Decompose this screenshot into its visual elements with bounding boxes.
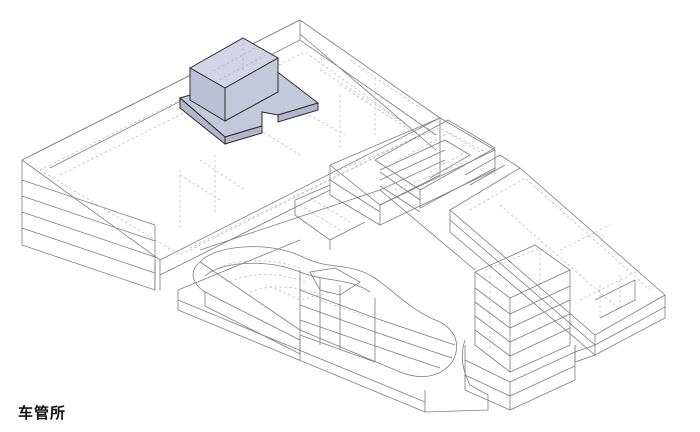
- east-block: [449, 167, 666, 363]
- highlighted-building: [178, 37, 320, 146]
- southeast-tower: [464, 244, 576, 411]
- middle-connector: [294, 117, 496, 250]
- diagram-caption: 车管所: [18, 404, 67, 422]
- curved-building: [192, 246, 489, 396]
- northeast-block: [374, 119, 521, 213]
- northwest-block: [21, 19, 441, 291]
- courtyard-ground: [177, 189, 489, 413]
- highlight-tower-right: [224, 57, 279, 122]
- highlight-podium-right: [224, 102, 319, 145]
